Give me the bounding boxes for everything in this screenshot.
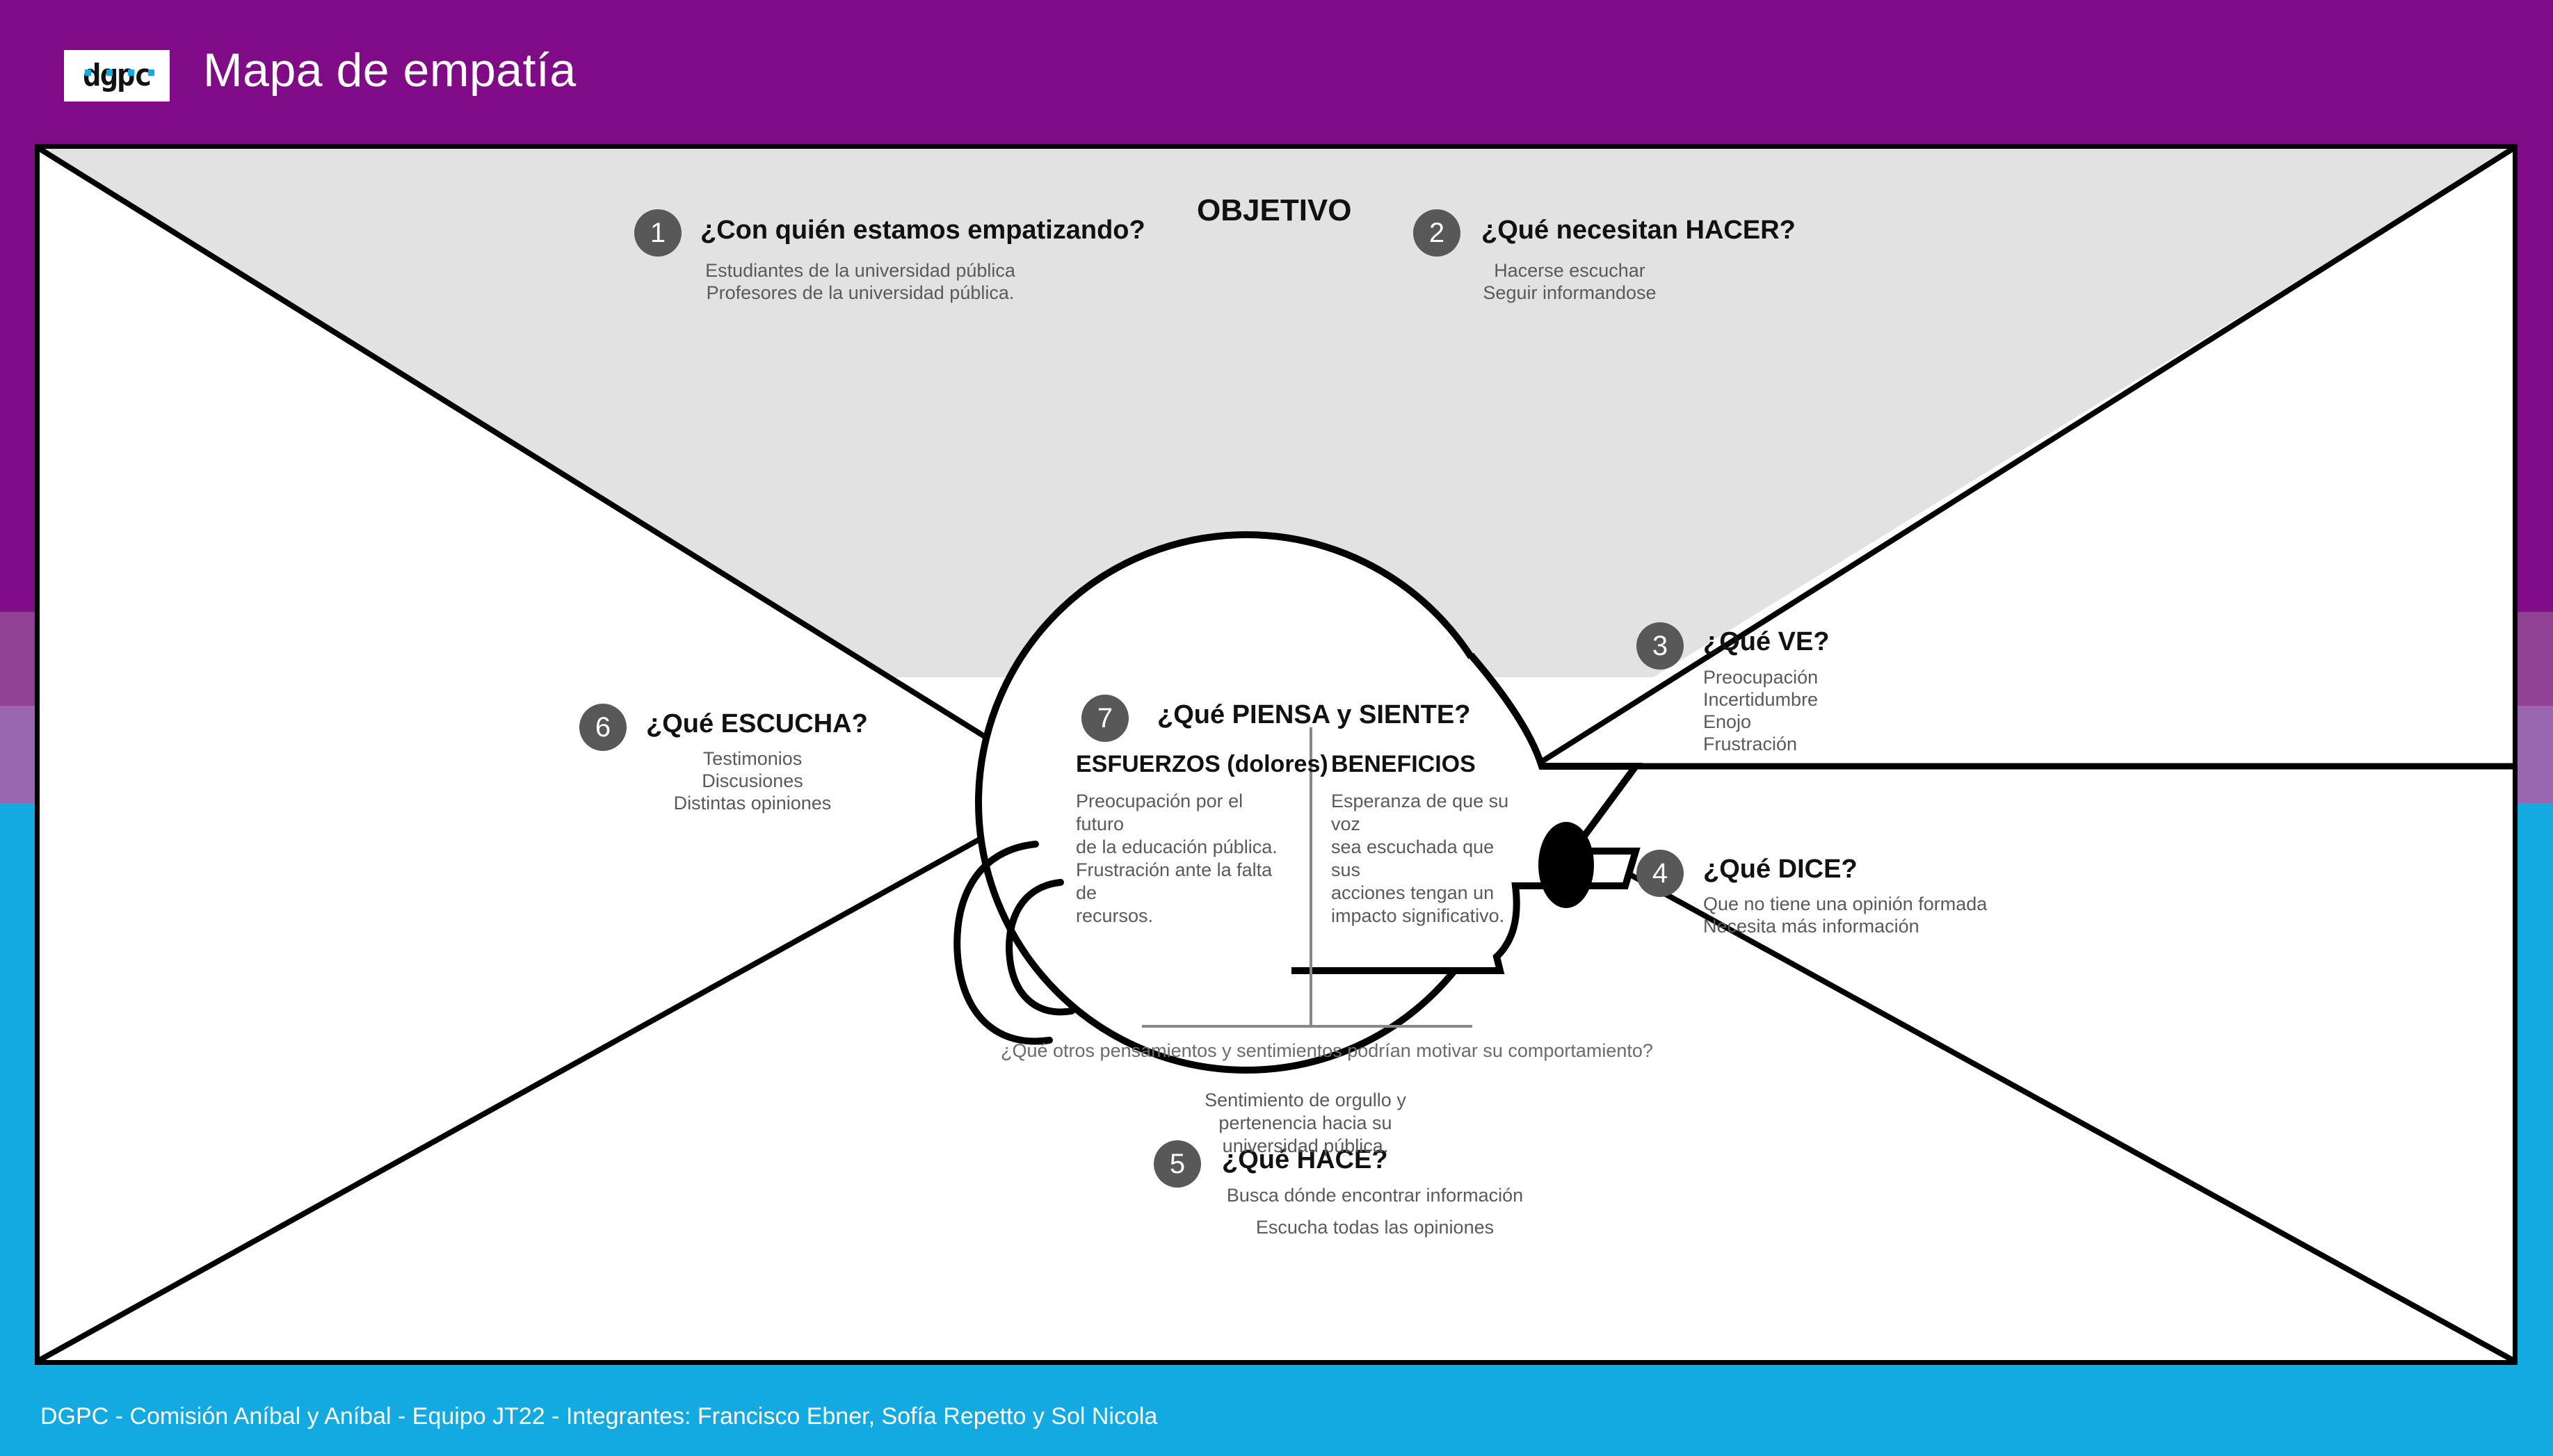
section-badge-3[interactable]: 3 xyxy=(1636,622,1684,670)
gains-line-1: Esperanza de que su voz xyxy=(1331,791,1509,834)
logo-dot-1 xyxy=(85,70,91,76)
gains-line-2: sea escuchada que sus xyxy=(1331,836,1495,880)
section-badge-5[interactable]: 5 xyxy=(1154,1140,1201,1188)
footer-credits: DGPC - Comisión Aníbal y Aníbal - Equipo… xyxy=(40,1403,1158,1430)
objetivo-region xyxy=(40,149,2513,677)
section-5-line-2: Escucha todas las opiniones xyxy=(1255,1216,1495,1238)
logo-dot-3 xyxy=(128,70,134,76)
prompt-answer-line-3: universidad pública. xyxy=(1222,1135,1389,1156)
section-3-line-3: Enojo xyxy=(1703,711,1752,732)
section-body-2: Hacerse escuchar Seguir informandose xyxy=(1424,260,1716,305)
section-title-3: ¿Qué VE? xyxy=(1703,627,1830,656)
pains-heading: ESFUERZOS (dolores) xyxy=(1076,751,1328,777)
pains-line-2: de la educación pública. xyxy=(1076,836,1278,857)
dgpc-logo-text: dgpc xyxy=(83,58,152,93)
section-badge-2[interactable]: 2 xyxy=(1413,209,1460,257)
gains-body: Esperanza de que su voz sea escuchada qu… xyxy=(1331,790,1512,928)
gains-line-4: impacto significativo. xyxy=(1331,905,1505,926)
prompt-answer-line-2: pertenencia hacia su xyxy=(1218,1112,1392,1133)
section-3-line-4: Frustración xyxy=(1703,733,1798,754)
page-footer: DGPC - Comisión Aníbal y Aníbal - Equipo… xyxy=(0,1386,2553,1456)
section-badge-4[interactable]: 4 xyxy=(1636,850,1684,897)
gains-heading: BENEFICIOS xyxy=(1331,751,1476,777)
section-body-1: Estudiantes de la universidad pública Pr… xyxy=(666,260,1055,305)
section-badge-1[interactable]: 1 xyxy=(634,209,682,257)
section-6-line-1: Testimonios xyxy=(702,748,803,769)
objetivo-title: OBJETIVO xyxy=(1197,193,1352,227)
section-1-line-2: Profesores de la universidad pública. xyxy=(706,282,1015,303)
empathy-map-labels: OBJETIVO 1 ¿Con quién estamos empatizand… xyxy=(40,149,2513,1360)
section-2-line-1: Hacerse escuchar xyxy=(1494,260,1645,281)
section-title-2: ¿Qué necesitan HACER? xyxy=(1481,216,1796,245)
section-body-6: Testimonios Discusiones Distintas opinio… xyxy=(610,748,895,815)
logo-dot-2 xyxy=(106,70,113,76)
section-badge-7[interactable]: 7 xyxy=(1081,695,1129,742)
eye-icon xyxy=(1538,822,1594,908)
ear-outer-curve xyxy=(953,841,1053,1045)
section-6-line-2: Discusiones xyxy=(702,770,803,791)
page-title: Mapa de empatía xyxy=(203,44,577,97)
gains-line-3: acciones tengan un xyxy=(1331,882,1495,903)
prompt-answer: Sentimiento de orgullo y pertenencia hac… xyxy=(1159,1089,1451,1158)
empathy-map-board: OBJETIVO 1 ¿Con quién estamos empatizand… xyxy=(35,144,2518,1365)
page-header: dgpc Mapa de empatía xyxy=(0,0,2553,144)
section-title-5: ¿Qué HACE? xyxy=(1222,1145,1388,1174)
section-badge-6[interactable]: 6 xyxy=(579,704,627,751)
empathy-map-line-art xyxy=(40,149,2513,1360)
section-1-line-1: Estudiantes de la universidad pública xyxy=(705,260,1015,281)
logo-dot-4 xyxy=(148,70,154,76)
section-body-3: Preocupación Incertidumbre Enojo Frustra… xyxy=(1703,667,2065,755)
section-4-line-2: Necesita más información xyxy=(1703,915,1919,937)
prompt-question: ¿Qué otros pensamientos y sentimientos p… xyxy=(1001,1040,1653,1061)
section-body-5: Busca dónde encontrar información Escuch… xyxy=(1180,1185,1570,1239)
section-6-line-3: Distintas opiniones xyxy=(673,792,832,814)
section-3-line-2: Incertidumbre xyxy=(1703,688,1819,710)
section-4-line-1: Que no tiene una opinión formada xyxy=(1703,893,1988,914)
dgpc-logo: dgpc xyxy=(64,50,170,102)
pains-line-4: recursos. xyxy=(1076,905,1154,926)
section-title-6: ¿Qué ESCUCHA? xyxy=(646,709,868,738)
section-body-4: Que no tiene una opinión formada Necesit… xyxy=(1703,893,2134,938)
section-title-1: ¿Con quién estamos empatizando? xyxy=(700,216,1145,245)
pains-body: Preocupación por el futuro de la educaci… xyxy=(1076,790,1295,928)
pains-line-3: Frustración ante la falta de xyxy=(1076,859,1273,903)
section-5-line-1: Busca dónde encontrar información xyxy=(1226,1185,1524,1206)
section-title-4: ¿Qué DICE? xyxy=(1703,855,1858,884)
section-2-line-2: Seguir informandose xyxy=(1483,282,1657,303)
dgpc-logo-accent-dots xyxy=(64,50,170,102)
prompt-answer-line-1: Sentimiento de orgullo y xyxy=(1205,1090,1406,1110)
ear-inner-curve xyxy=(1006,879,1075,1016)
section-3-line-1: Preocupación xyxy=(1703,667,1819,688)
quadrant-line-top-right xyxy=(1387,149,2513,861)
pains-line-1: Preocupación por el futuro xyxy=(1076,791,1243,834)
section-title-7: ¿Qué PIENSA y SIENTE? xyxy=(1157,700,1471,729)
